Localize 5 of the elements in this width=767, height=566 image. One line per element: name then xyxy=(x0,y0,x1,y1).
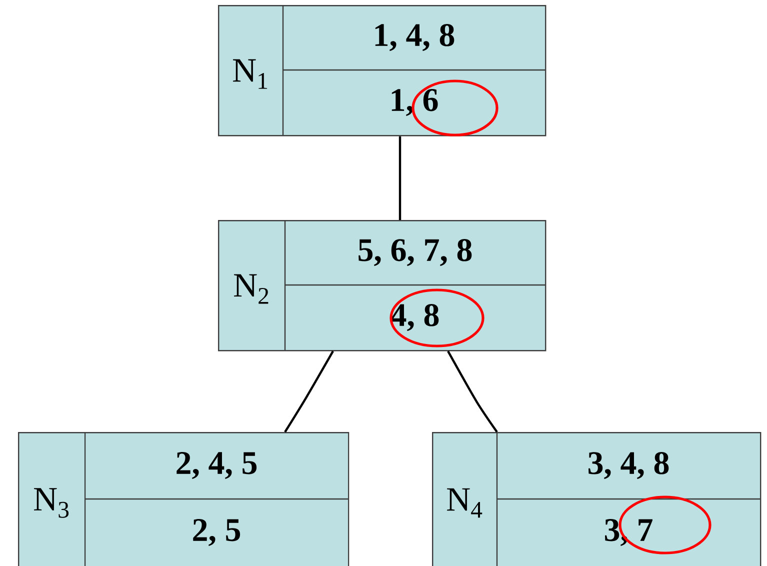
connector-line xyxy=(447,350,498,433)
connector-line xyxy=(398,136,402,220)
connector-line xyxy=(284,350,334,433)
table-node: N$_{1}$ 1, 4, 8 1, 6 xyxy=(218,5,546,136)
table-node: N$_{3}$ 2, 4, 5 2, 5 xyxy=(18,432,350,566)
